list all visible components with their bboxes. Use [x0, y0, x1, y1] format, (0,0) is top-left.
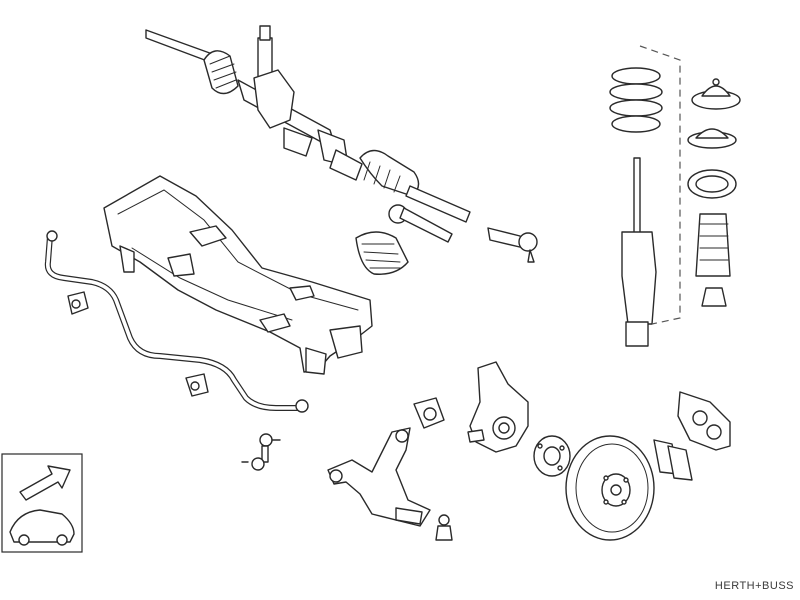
front-subframe[interactable]: [103, 175, 373, 375]
coil-spring[interactable]: [609, 67, 663, 133]
steering-rack[interactable]: [145, 25, 471, 223]
brake-disc[interactable]: [565, 435, 655, 541]
stabilizer-link[interactable]: [241, 433, 281, 471]
brake-caliper[interactable]: [677, 391, 731, 451]
lower-control-arm[interactable]: [327, 427, 431, 527]
steering-knuckle[interactable]: [467, 361, 529, 453]
brand-watermark: HERTH+BUSS: [715, 580, 794, 592]
spring-seat[interactable]: [687, 169, 737, 199]
inner-tie-rod[interactable]: [388, 204, 453, 243]
control-arm-bushing[interactable]: [413, 397, 445, 429]
car-locator-icon: [9, 509, 75, 543]
stabilizer-bar[interactable]: [44, 230, 309, 413]
tie-rod-end[interactable]: [487, 227, 538, 263]
stabilizer-bushing-left[interactable]: [67, 291, 89, 315]
shock-absorber[interactable]: [621, 157, 657, 347]
rack-boot[interactable]: [355, 231, 409, 275]
strut-top-mount[interactable]: [691, 78, 741, 110]
assembly-guide-line: [639, 45, 681, 325]
forward-arrow-icon: [19, 465, 71, 501]
wheel-hub[interactable]: [533, 435, 571, 477]
bump-stop[interactable]: [701, 287, 727, 307]
vehicle-locator-inset: [1, 453, 83, 553]
strut-dust-boot[interactable]: [695, 213, 731, 277]
ball-joint[interactable]: [435, 514, 453, 541]
brake-pads[interactable]: [653, 439, 693, 481]
brand-text: HERTH+BUSS: [714, 580, 794, 592]
stabilizer-bushing-right[interactable]: [185, 373, 209, 397]
strut-bearing[interactable]: [687, 128, 737, 149]
